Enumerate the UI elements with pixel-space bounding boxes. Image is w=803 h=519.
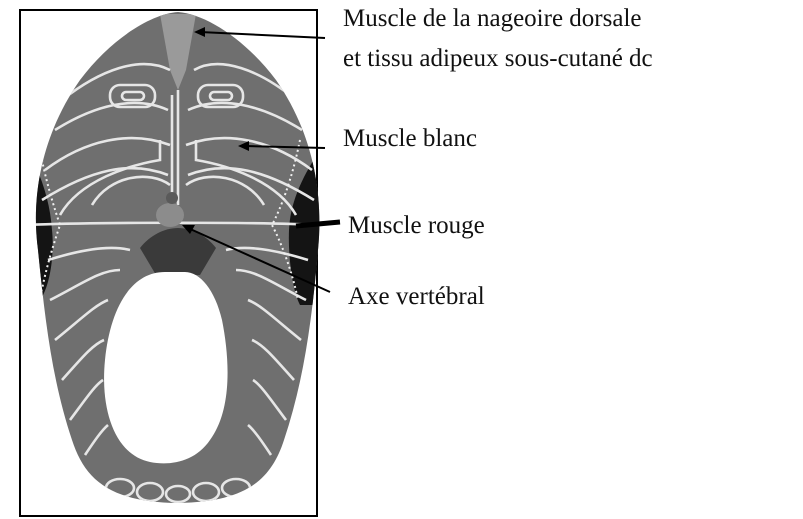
vertebra (156, 203, 184, 227)
label-vertebral-axis: Axe vertébral (348, 282, 485, 312)
label-red-muscle: Muscle rouge (348, 211, 485, 241)
label-dorsal-fin-line2: et tissu adipeux sous-cutané dc (343, 44, 653, 74)
label-dorsal-fin-line1: Muscle de la nageoire dorsale (343, 4, 642, 34)
body-cavity (104, 272, 228, 463)
label-white-muscle: Muscle blanc (343, 124, 477, 154)
